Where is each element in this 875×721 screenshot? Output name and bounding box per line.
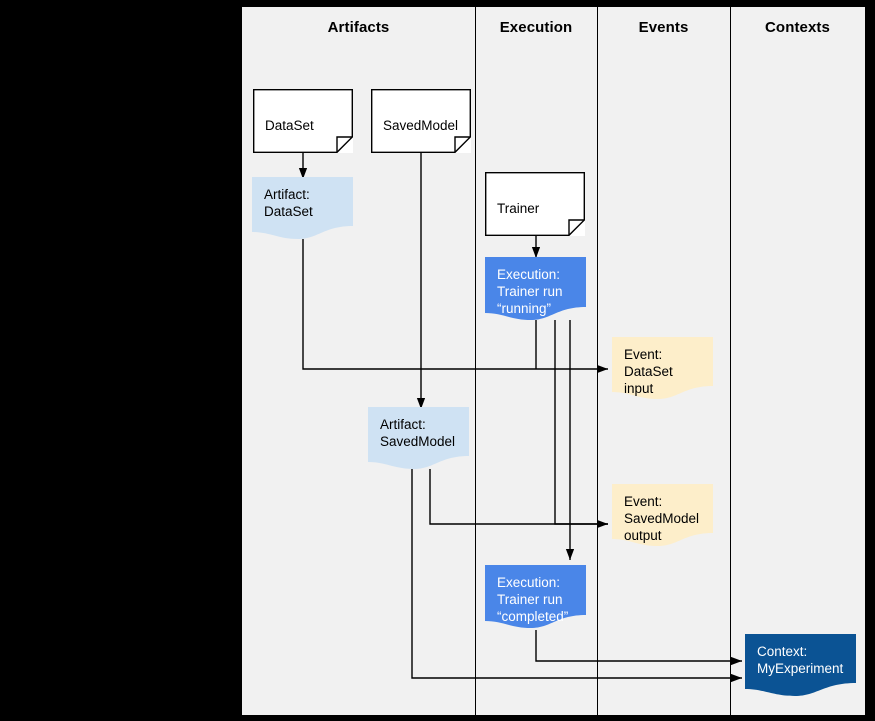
node-trainer-type[interactable]: Trainer bbox=[485, 172, 585, 236]
lane-header-contexts: Contexts bbox=[765, 19, 830, 36]
node-dataset-type[interactable]: DataSet bbox=[253, 89, 353, 153]
lane-divider-artifacts-execution bbox=[475, 7, 476, 715]
lane-header-artifacts: Artifacts bbox=[327, 19, 390, 36]
node-execution-running-label: Execution: Trainer run “running” bbox=[497, 267, 563, 316]
node-event-savedmodel-output[interactable]: Event: SavedModel output bbox=[612, 484, 713, 546]
lane-header-execution: Execution bbox=[499, 19, 573, 36]
node-context-myexperiment[interactable]: Context: MyExperiment bbox=[745, 634, 856, 696]
note-shape bbox=[612, 337, 713, 399]
node-savedmodel-type-label: SavedModel bbox=[383, 118, 459, 133]
diagram-canvas: Artifacts Execution Events Contexts bbox=[242, 7, 865, 715]
note-shape bbox=[368, 407, 469, 469]
node-execution-completed-label: Execution: Trainer run “completed” bbox=[497, 575, 569, 624]
wire-artifact-savedmodel-to-event-output bbox=[429, 469, 608, 525]
node-dataset-type-label: DataSet bbox=[265, 118, 314, 133]
note-shape bbox=[252, 177, 353, 239]
node-savedmodel-type[interactable]: SavedModel bbox=[371, 89, 471, 153]
node-execution-running[interactable]: Execution: Trainer run “running” bbox=[485, 257, 586, 320]
node-artifact-dataset[interactable]: Artifact: DataSet bbox=[252, 177, 353, 239]
document-shape bbox=[253, 89, 353, 153]
document-shape bbox=[371, 89, 471, 153]
note-shape bbox=[485, 565, 586, 628]
node-event-dataset-input[interactable]: Event: DataSet input bbox=[612, 337, 713, 399]
node-trainer-type-label: Trainer bbox=[497, 201, 540, 216]
document-shape bbox=[485, 172, 585, 236]
note-shape bbox=[745, 634, 856, 696]
lane-divider-events-contexts bbox=[730, 7, 731, 715]
lane-header-events: Events bbox=[638, 19, 689, 36]
wire-execution-completed-to-context bbox=[535, 630, 742, 666]
node-event-dataset-input-label: Event: DataSet input bbox=[624, 347, 673, 396]
wire-execution-running-to-event-output bbox=[554, 320, 608, 529]
note-shape bbox=[612, 484, 713, 546]
lane-divider-execution-events bbox=[597, 7, 598, 715]
note-shape bbox=[485, 257, 586, 320]
node-artifact-dataset-label: Artifact: DataSet bbox=[264, 187, 313, 219]
node-event-savedmodel-output-label: Event: SavedModel output bbox=[624, 494, 700, 543]
node-context-myexperiment-label: Context: MyExperiment bbox=[757, 644, 844, 676]
node-artifact-savedmodel[interactable]: Artifact: SavedModel bbox=[368, 407, 469, 469]
node-execution-completed[interactable]: Execution: Trainer run “completed” bbox=[485, 565, 586, 628]
node-artifact-savedmodel-label: Artifact: SavedModel bbox=[380, 417, 456, 449]
